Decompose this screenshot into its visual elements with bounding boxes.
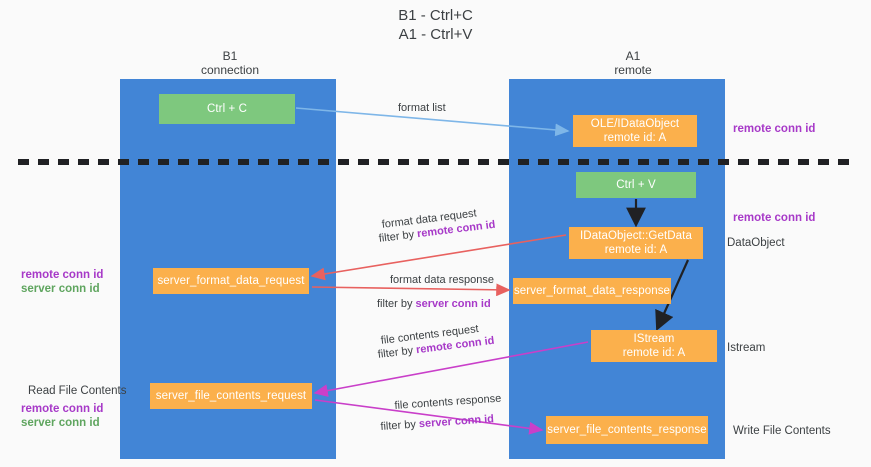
box-server-format-data-request[interactable]: server_format_data_request (153, 268, 309, 294)
edge-label-file-contents-response-filter: filter by server conn id (380, 412, 494, 434)
arrow-format-data-response (311, 283, 511, 297)
annotation-left-server-conn-id: server conn id (21, 283, 100, 295)
edge-label-file-contents-response: file contents response (394, 392, 502, 412)
annotation-left-server-conn-id-2: server conn id (21, 417, 100, 429)
annotation-istream: Istream (727, 342, 766, 354)
box-server-format-data-response[interactable]: server_format_data_response (513, 278, 671, 304)
page-title: B1 - Ctrl+C A1 - Ctrl+V (398, 7, 473, 43)
annotation-left-remote-conn-id: remote conn id (21, 269, 104, 281)
column-header-b1: B1 connection (200, 49, 260, 77)
box-istream[interactable]: IStream remote id: A (591, 330, 717, 362)
annotation-right-remote-conn-id-2: remote conn id (733, 212, 816, 224)
annotation-left-conn-ids-1: remote conn id server conn id (21, 268, 103, 296)
filter-key: server conn id (418, 413, 495, 431)
filter-prefix: filter by (377, 344, 417, 361)
column-header-a1: A1 remote (614, 49, 652, 77)
annotation-left-remote-conn-id-2: remote conn id (21, 403, 104, 415)
edge-label-format-data-response-filter: filter by server conn id (377, 297, 491, 311)
box-ctrl-v[interactable]: Ctrl + V (576, 172, 696, 198)
annotation-right-remote-conn-id-1: remote conn id (733, 123, 816, 135)
box-server-file-contents-request[interactable]: server_file_contents_request (150, 383, 312, 409)
filter-key: server conn id (415, 298, 491, 310)
box-ole-idataobject[interactable]: OLE/IDataObject remote id: A (573, 115, 697, 147)
filter-prefix: filter by (380, 418, 420, 433)
box-idataobject-getdata[interactable]: IDataObject::GetData remote id: A (569, 227, 703, 259)
box-ctrl-c[interactable]: Ctrl + C (159, 94, 295, 124)
annotation-left-conn-ids-2: remote conn id server conn id (21, 402, 103, 430)
annotation-dataobject: DataObject (727, 237, 785, 249)
edge-label-format-list: format list (398, 102, 446, 114)
box-server-file-contents-response[interactable]: server_file_contents_response (546, 416, 708, 444)
annotation-write-file-contents: Write File Contents (733, 425, 831, 437)
filter-prefix: filter by (378, 228, 418, 245)
edge-label-format-data-response: format data response (390, 274, 494, 286)
filter-prefix: filter by (377, 298, 416, 310)
annotation-read-file-contents: Read File Contents (28, 385, 127, 397)
